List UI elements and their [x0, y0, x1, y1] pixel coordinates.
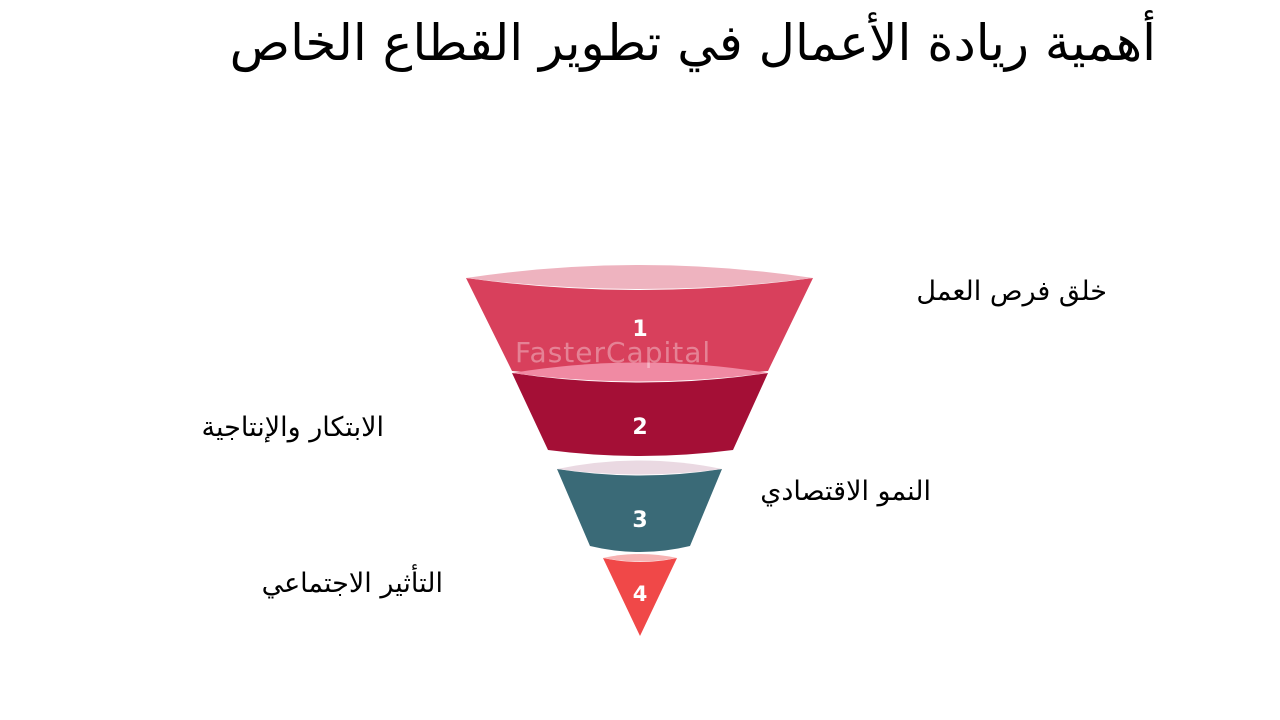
funnel-level-2-number: 2	[632, 415, 647, 440]
funnel-level-1: 1	[466, 265, 813, 378]
funnel-level-3-number: 3	[632, 508, 647, 533]
funnel-level-2-label: الابتكار والإنتاجية	[201, 412, 384, 443]
funnel-level-3-label: النمو الاقتصادي	[760, 476, 931, 507]
funnel-level-2-rim	[512, 362, 768, 382]
funnel-level-2: 2	[512, 362, 768, 456]
slide-title: أهمية ريادة الأعمال في تطوير القطاع الخا…	[229, 14, 1156, 72]
funnel-level-4-label: التأثير الاجتماعي	[261, 568, 443, 599]
funnel-level-3: 3	[557, 460, 722, 552]
funnel-level-3-rim	[557, 460, 722, 475]
funnel-level-1-rim	[466, 265, 813, 289]
funnel-level-3-body	[557, 469, 722, 552]
funnel-level-1-label: خلق فرص العمل	[916, 276, 1107, 307]
funnel-level-4-number: 4	[633, 582, 648, 606]
funnel-level-1-number: 1	[632, 317, 647, 342]
funnel-level-4: 4	[603, 554, 677, 636]
funnel-level-4-rim	[603, 554, 677, 562]
funnel-level-4-body	[603, 558, 677, 636]
funnel-level-2-body	[512, 373, 768, 456]
watermark: FasterCapital	[515, 336, 712, 369]
funnel-level-1-body	[466, 278, 813, 378]
